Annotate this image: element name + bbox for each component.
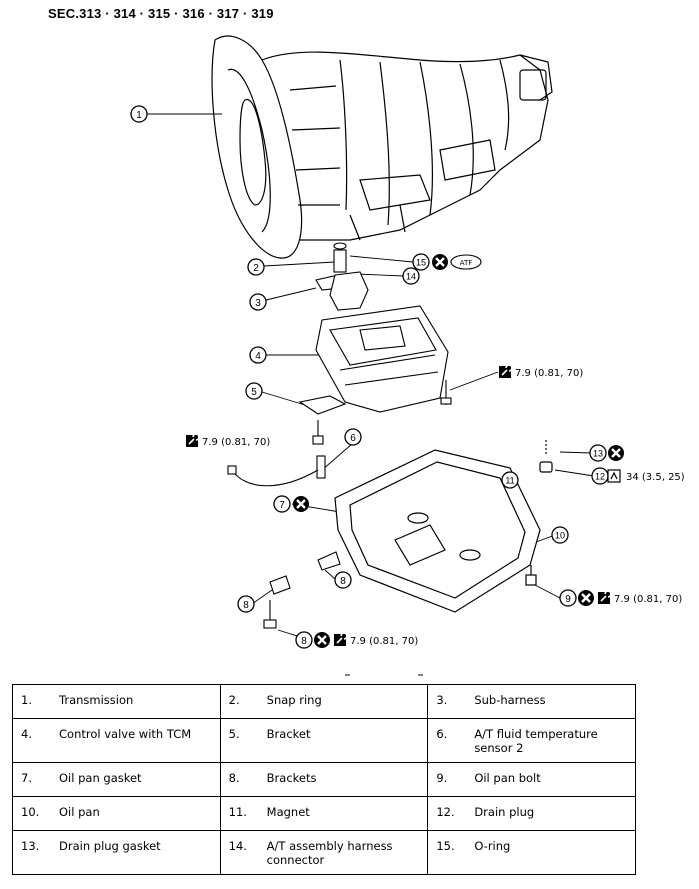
torque-drain: 34 (3.5, 25) bbox=[626, 472, 685, 483]
legend-number: 10. bbox=[12, 796, 51, 831]
legend-part-name: Oil pan bbox=[51, 796, 221, 831]
legend-part-name: Oil pan gasket bbox=[51, 762, 221, 797]
torque-panbolt: 7.9 (0.81, 70) bbox=[614, 594, 682, 605]
torque-valve: 7.9 (0.81, 70) bbox=[515, 368, 583, 379]
callout-4-label: 4 bbox=[255, 351, 261, 362]
legend-number: 11. bbox=[219, 796, 259, 831]
legend-part-name: Sub-harness bbox=[466, 684, 637, 719]
legend-part-name: Control valve with TCM bbox=[51, 718, 221, 763]
callout-3: 3 bbox=[249, 293, 267, 311]
legend-number: 5. bbox=[219, 718, 259, 763]
callout-5-label: 5 bbox=[251, 387, 257, 398]
legend-number: 4. bbox=[12, 718, 51, 763]
legend-number: 1. bbox=[12, 684, 51, 719]
torque-sensor: 7.9 (0.81, 70) bbox=[202, 437, 270, 448]
callout-8a-label: 8 bbox=[243, 600, 249, 611]
callout-13-label: 13 bbox=[593, 449, 603, 459]
callout-2-label: 2 bbox=[253, 263, 259, 274]
callout-9: 9 bbox=[559, 589, 577, 607]
exploded-diagram: 1 2 3 4 5 6 7 8 8 8 9 10 11 12 13 14 15 … bbox=[130, 35, 685, 676]
callout-5: 5 bbox=[245, 382, 263, 400]
replace-part-icon bbox=[312, 630, 332, 650]
callout-8c: 8 bbox=[295, 631, 313, 649]
replace-part-icon bbox=[606, 443, 626, 463]
legend-part-name: A/T assembly harness connector bbox=[258, 830, 429, 875]
callout-10-label: 10 bbox=[555, 531, 565, 541]
callout-3-label: 3 bbox=[255, 298, 261, 309]
control-valve-drawing bbox=[315, 305, 452, 413]
legend-part-name: Transmission bbox=[51, 684, 221, 719]
legend-part-name: Drain plug bbox=[466, 796, 637, 831]
legend-part-name: Bracket bbox=[258, 718, 429, 763]
callout-1: 1 bbox=[130, 105, 148, 123]
callout-9-label: 9 bbox=[565, 594, 571, 605]
callout-12: 12 bbox=[591, 467, 609, 485]
callout-6-label: 6 bbox=[350, 433, 356, 444]
legend-number: 7. bbox=[12, 762, 51, 797]
callout-6: 6 bbox=[344, 428, 362, 446]
atf-badge-label: ATF bbox=[460, 259, 473, 267]
callout-7: 7 bbox=[273, 495, 291, 513]
callout-10: 10 bbox=[551, 526, 569, 544]
callout-8a: 8 bbox=[237, 595, 255, 613]
legend-part-name: Magnet bbox=[258, 796, 429, 831]
legend-number: 3. bbox=[427, 684, 467, 719]
small-parts-drawing bbox=[315, 242, 369, 311]
callout-11-label: 11 bbox=[505, 476, 514, 486]
torque-bottom: 7.9 (0.81, 70) bbox=[350, 636, 418, 647]
callout-15: 15 bbox=[412, 253, 430, 271]
callout-13: 13 bbox=[589, 444, 607, 462]
transmission-drawing bbox=[211, 35, 553, 259]
callout-7-label: 7 bbox=[279, 500, 285, 511]
drain-plug-torque-icon bbox=[607, 469, 621, 483]
torque-wrench-icon bbox=[333, 632, 348, 647]
legend-part-name: Drain plug gasket bbox=[51, 830, 221, 875]
replace-part-icon bbox=[291, 494, 311, 514]
torque-wrench-icon bbox=[597, 590, 612, 605]
legend-part-name: A/T fluid temperature sensor 2 bbox=[466, 718, 637, 763]
callout-2: 2 bbox=[247, 258, 265, 276]
replace-part-icon bbox=[576, 588, 596, 608]
legend-number: 12. bbox=[427, 796, 467, 831]
callout-14-label: 14 bbox=[406, 272, 416, 282]
legend-number: 6. bbox=[427, 718, 467, 763]
callout-8b: 8 bbox=[334, 571, 352, 589]
callout-14: 14 bbox=[402, 267, 420, 285]
callout-1-label: 1 bbox=[136, 110, 142, 121]
callout-12-label: 12 bbox=[595, 472, 605, 482]
callout-8b-label: 8 bbox=[340, 576, 346, 587]
legend-part-name: O-ring bbox=[466, 830, 637, 875]
callout-11: 11 bbox=[501, 471, 519, 489]
bracket-sensor-drawing bbox=[227, 395, 347, 487]
callout-4: 4 bbox=[249, 346, 267, 364]
callout-15-label: 15 bbox=[416, 258, 426, 268]
legend-number: 9. bbox=[427, 762, 467, 797]
torque-wrench-icon bbox=[185, 433, 200, 448]
legend-number: 15. bbox=[427, 830, 467, 875]
callout-8c-label: 8 bbox=[301, 636, 307, 647]
legend-part-name: Brackets bbox=[258, 762, 429, 797]
atf-badge: ATF bbox=[450, 254, 482, 270]
legend-number: 2. bbox=[219, 684, 259, 719]
legend-part-name: Snap ring bbox=[258, 684, 429, 719]
legend-number: 14. bbox=[219, 830, 259, 875]
torque-wrench-icon bbox=[498, 364, 513, 379]
oil-pan-drawing bbox=[334, 440, 553, 613]
legend-number: 13. bbox=[12, 830, 51, 875]
section-title: SEC.313 · 314 · 315 · 316 · 317 · 319 bbox=[48, 6, 274, 21]
replace-part-icon bbox=[430, 252, 450, 272]
brackets-drawing bbox=[263, 551, 341, 629]
legend-number: 8. bbox=[219, 762, 259, 797]
legend-part-name: Oil pan bolt bbox=[466, 762, 637, 797]
